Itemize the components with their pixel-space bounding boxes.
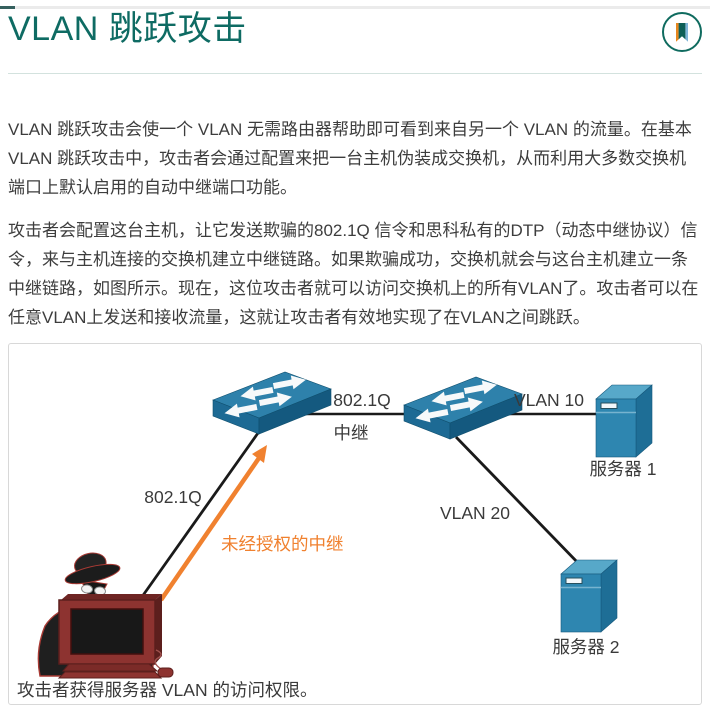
vlan-hopping-diagram: 802.1Q 中继 VLAN 10 服务器 1 VLAN 20 服务器 2 80… bbox=[8, 343, 702, 705]
server-1-icon bbox=[595, 384, 653, 458]
label-server2: 服务器 2 bbox=[552, 637, 619, 657]
page-title: VLAN 跳跃攻击 bbox=[8, 10, 247, 48]
link-switch2-server2 bbox=[454, 436, 583, 567]
page-load-progress-track bbox=[0, 6, 710, 9]
link-switch1-attacker bbox=[137, 432, 260, 602]
unauthorized-trunk-arrow bbox=[159, 445, 267, 602]
attacker-figure bbox=[37, 552, 174, 679]
label-unauthorized-trunk: 未经授权的中继 bbox=[221, 534, 344, 554]
page-load-progress-fill bbox=[0, 6, 15, 9]
label-attacker-8021q: 802.1Q bbox=[144, 487, 201, 507]
switch-1-icon bbox=[213, 372, 331, 434]
label-trunk-zhongji: 中继 bbox=[334, 423, 369, 443]
diagram-caption: 攻击者获得服务器 VLAN 的访问权限。 bbox=[17, 680, 317, 700]
lesson-page: VLAN 跳跃攻击 VLAN 跳跃攻击会使一个 VLAN 无需路由器帮助即可看到… bbox=[0, 6, 710, 705]
page-header: VLAN 跳跃攻击 bbox=[8, 6, 702, 52]
bookmark-icon bbox=[674, 22, 690, 43]
label-trunk-8021q: 802.1Q bbox=[333, 390, 390, 410]
label-server1: 服务器 1 bbox=[589, 459, 656, 479]
label-vlan20: VLAN 20 bbox=[440, 503, 510, 523]
switch-2-icon bbox=[404, 377, 522, 439]
label-vlan10: VLAN 10 bbox=[514, 390, 584, 410]
bookmark-button[interactable] bbox=[662, 12, 702, 52]
paragraph-detail: 攻击者会配置这台主机，让它发送欺骗的802.1Q 信令和思科私有的DTP（动态中… bbox=[8, 221, 699, 327]
server-2-icon bbox=[560, 559, 618, 633]
paragraph-intro: VLAN 跳跃攻击会使一个 VLAN 无需路由器帮助即可看到来自另一个 VLAN… bbox=[8, 120, 692, 197]
header-divider bbox=[8, 73, 702, 74]
